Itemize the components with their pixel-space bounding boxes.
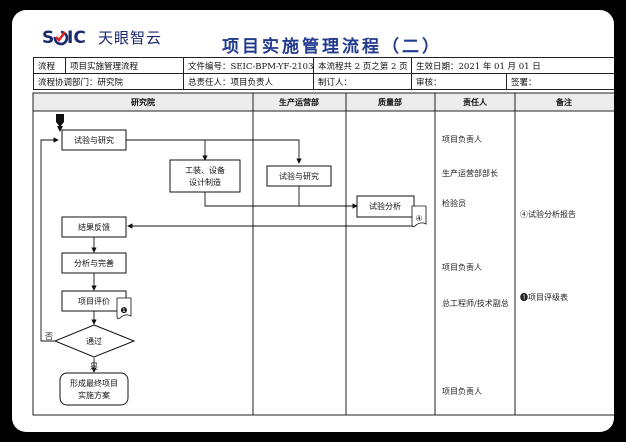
lane-grid (32, 110, 614, 416)
lane-label-research: 研究院 (131, 97, 155, 107)
connector (205, 139, 302, 164)
document-icon (411, 205, 427, 228)
lane-label-responsible: 责任人 (463, 97, 488, 107)
process-node-test-analysis: 试验分析 ④ (356, 195, 427, 228)
lane-label-production: 生产运营部 (279, 97, 319, 107)
responsible-text: 总工程师/技术副总 (442, 298, 509, 308)
responsible-text: 项目负责人 (442, 262, 482, 272)
svg-text:分析与完善: 分析与完善 (74, 258, 114, 268)
lane-label-quality: 质量部 (378, 97, 402, 107)
header-table: 流程 项目实施管理流程 文件编号：SEIC-BPM-YF-2103 本流程共 2… (33, 57, 614, 90)
document-icon (116, 297, 132, 320)
svg-text:实施方案: 实施方案 (78, 390, 110, 400)
remark-text: ④试验分析报告 (520, 209, 576, 219)
process-node-research-2: 试验与研究 (266, 165, 332, 187)
process-node-improve: 分析与完善 (61, 252, 127, 274)
process-node-tooling: 工装、设备 设计制造 (169, 159, 241, 193)
company-logo: S IC 天眼智云 (42, 26, 162, 48)
svg-text:形成最终项目: 形成最终项目 (70, 378, 118, 388)
process-node-evaluation: 项目评价 ❶ (61, 290, 132, 320)
svg-text:试验与研究: 试验与研究 (279, 171, 319, 181)
connector (126, 139, 208, 161)
document-mark: ❶ (120, 306, 127, 315)
svg-text:工装、设备: 工装、设备 (185, 165, 225, 175)
svg-text:S: S (42, 28, 54, 46)
responsible-text: 项目负责人 (442, 134, 482, 144)
decision-node-pass: 通过 (53, 324, 136, 358)
start-marker-icon (56, 114, 64, 127)
svg-text:IC: IC (67, 28, 86, 46)
lane-label-remarks: 备注 (555, 97, 572, 107)
responsible-text: 生产运营部部长 (442, 168, 498, 178)
branch-label-yes: 是 (90, 362, 98, 371)
terminal-node-final-plan: 形成最终项目 实施方案 (59, 372, 129, 406)
remark-text: ❶项目评级表 (520, 292, 568, 302)
svg-text:项目评价: 项目评价 (78, 297, 110, 306)
svg-text:试验与研究: 试验与研究 (74, 135, 114, 145)
lane-header-row: 研究院 生产运营部 质量部 责任人 备注 (32, 92, 614, 112)
svg-text:结果反馈: 结果反馈 (78, 222, 110, 232)
seic-logo-icon: S IC (42, 28, 86, 46)
page-title: 项目实施管理流程（二） (222, 37, 442, 57)
svg-text:试验分析: 试验分析 (369, 201, 401, 211)
header-row-2: 流程协调部门：研究院 总责任人：项目负责人 制订人： 审核： 签署： (33, 73, 614, 90)
flowchart-sheet: S IC 天眼智云 项目实施管理流程（二） 流程 项目实施管理流程 文件编号：S… (12, 10, 614, 432)
logo-cn-text: 天眼智云 (98, 28, 163, 47)
header-row-1: 流程 项目实施管理流程 文件编号：SEIC-BPM-YF-2103 本流程共 2… (33, 57, 614, 74)
responsible-text: 检验员 (442, 198, 466, 208)
connector-loop-back (40, 137, 59, 342)
svg-text:通过: 通过 (86, 336, 102, 346)
process-node-research-1: 试验与研究 (61, 129, 127, 151)
header-cell: 签署： (506, 73, 614, 90)
header-cell: 流程协调部门：研究院 (33, 73, 184, 90)
connector (204, 192, 358, 209)
flow-diagram: 研究院 生产运营部 质量部 责任人 备注 (32, 92, 614, 416)
connector (127, 217, 415, 229)
responsible-text: 项目负责人 (442, 386, 482, 396)
process-node-feedback: 结果反馈 (61, 216, 127, 238)
svg-text:设计制造: 设计制造 (189, 177, 221, 187)
document-mark: ④ (415, 214, 422, 223)
branch-label-no: 否 (45, 332, 53, 341)
